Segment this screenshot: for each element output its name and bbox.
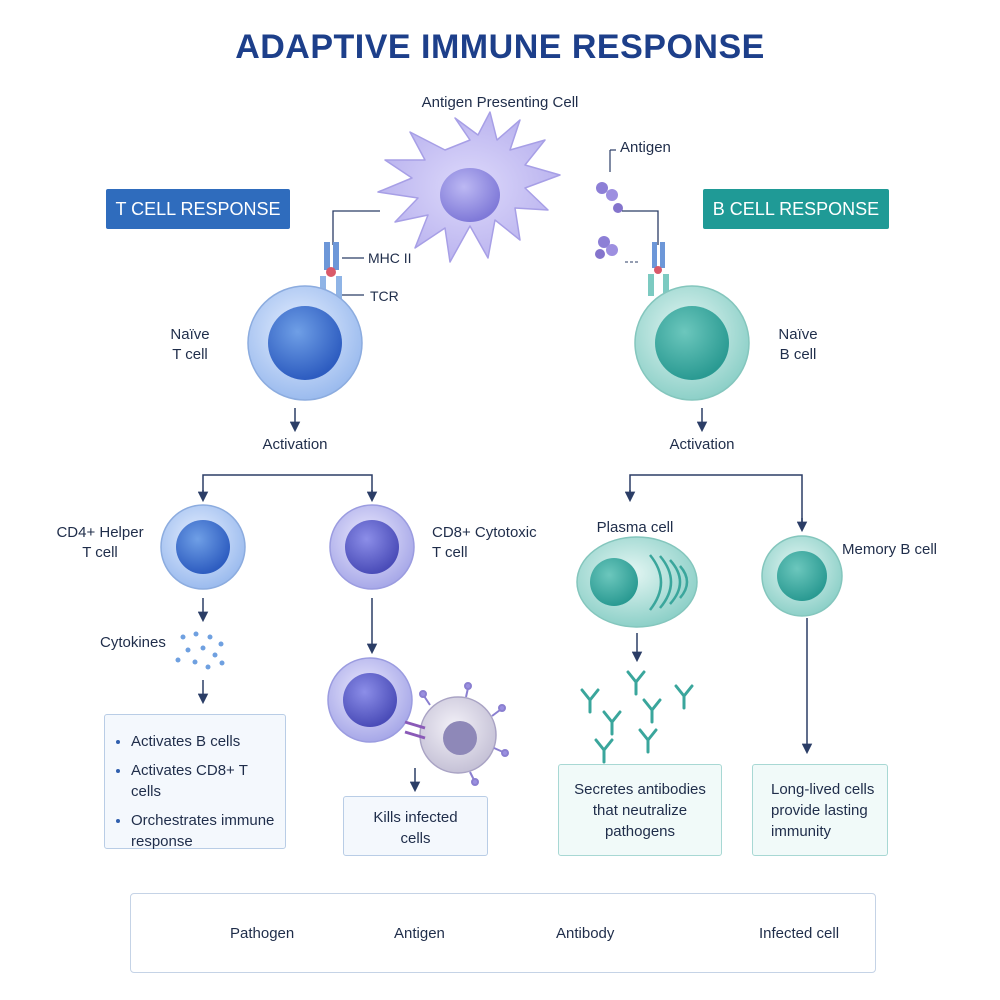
cd4-line2: T cell bbox=[82, 544, 118, 561]
cd8-cytotoxic-t-cell bbox=[329, 504, 415, 590]
b-cell-response-banner: B CELL RESPONSE bbox=[703, 189, 889, 229]
plasma-function-box: Secretes antibodies that neutralize path… bbox=[558, 764, 722, 856]
helper-item: Activates CD8+ T cells bbox=[131, 760, 277, 802]
cd4-label: CD4+ Helper T cell bbox=[40, 523, 160, 563]
t-activation-label: Activation bbox=[262, 436, 328, 453]
antigen-icon bbox=[596, 182, 623, 213]
legend bbox=[130, 893, 876, 973]
naive-t-label: Naïve T cell bbox=[160, 325, 220, 365]
cd4-line1: CD4+ Helper bbox=[56, 524, 144, 541]
memory-label: Memory B cell bbox=[842, 541, 938, 558]
cytokines-label: Cytokines bbox=[100, 634, 166, 651]
naive-b-cell bbox=[634, 285, 750, 401]
cd8-line2: T cell bbox=[432, 544, 468, 561]
antigen-label: Antigen bbox=[620, 139, 671, 156]
naive-b-line1: Naïve bbox=[778, 326, 818, 343]
antigen-presenting-cell bbox=[377, 111, 561, 263]
memory-b-cell bbox=[761, 535, 843, 617]
kill-function-box: Kills infected cells bbox=[343, 796, 488, 856]
plasma-label: Plasma cell bbox=[596, 519, 674, 536]
cd4-helper-t-cell bbox=[160, 504, 246, 590]
naive-b-line2: B cell bbox=[779, 346, 817, 363]
mhc-tcr-receptor bbox=[320, 242, 342, 300]
helper-item: Orchestrates immune response bbox=[131, 810, 277, 852]
naive-b-label: Naïve B cell bbox=[768, 325, 828, 365]
tcr-label: TCR bbox=[370, 288, 399, 304]
legend-pathogen-label: Pathogen bbox=[230, 925, 295, 942]
diagram-title: ADAPTIVE IMMUNE RESPONSE bbox=[235, 28, 765, 66]
plasma-cell bbox=[576, 536, 698, 628]
memory-function-box: Long-lived cells provide lasting immunit… bbox=[752, 764, 888, 856]
b-activation-label: Activation bbox=[669, 436, 735, 453]
legend-infected-label: Infected cell bbox=[759, 925, 840, 942]
bcr-receptor bbox=[648, 242, 669, 296]
legend-antigen-label: Antigen bbox=[394, 925, 445, 942]
mhc-label: MHC II bbox=[368, 250, 412, 266]
cd8-label: CD8+ Cytotoxic T cell bbox=[432, 523, 562, 563]
naive-t-line1: Naïve bbox=[170, 326, 210, 343]
naive-t-line2: T cell bbox=[172, 346, 208, 363]
naive-t-cell bbox=[247, 285, 363, 401]
infected-cell-icon bbox=[419, 682, 509, 786]
antibodies-icon bbox=[580, 670, 694, 764]
apc-label: Antigen Presenting Cell bbox=[421, 94, 579, 111]
t-cell-response-banner: T CELL RESPONSE bbox=[106, 189, 290, 229]
helper-function-box: Activates B cells Activates CD8+ T cells… bbox=[104, 714, 286, 852]
antigen-icon bbox=[595, 236, 618, 259]
helper-item: Activates B cells bbox=[131, 731, 277, 752]
cd8-killing-cell bbox=[327, 657, 413, 743]
legend-antibody-label: Antibody bbox=[556, 925, 615, 942]
cytokines-icon bbox=[175, 631, 225, 670]
cd8-line1: CD8+ Cytotoxic bbox=[432, 524, 537, 541]
